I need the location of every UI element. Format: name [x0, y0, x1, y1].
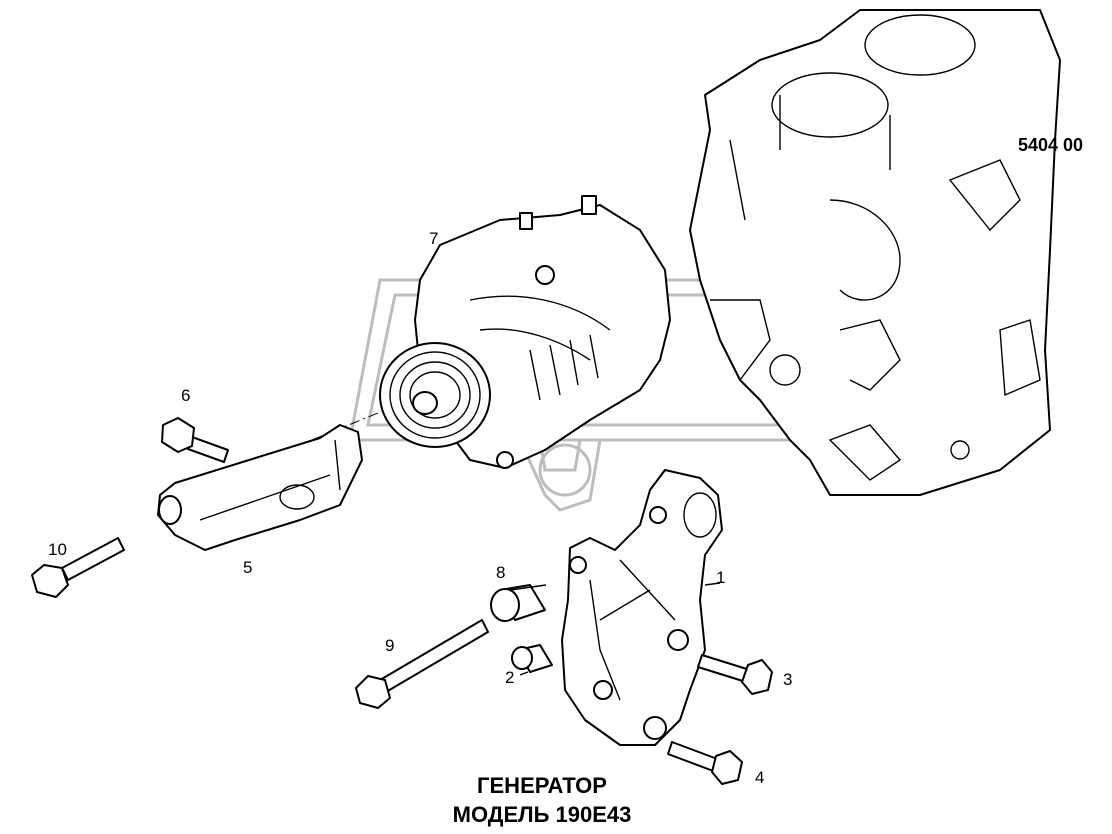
callout-7: 7	[429, 229, 438, 248]
bolt-3	[697, 654, 773, 695]
spacer-8	[490, 584, 546, 622]
callout-10: 10	[48, 540, 67, 559]
leader-lines	[509, 582, 721, 676]
diagram-title: ГЕНЕРАТОР	[477, 773, 607, 798]
bolt-9	[355, 619, 489, 709]
alternator	[379, 195, 671, 469]
support-arm	[157, 424, 363, 551]
callout-9: 9	[385, 636, 394, 655]
callout-2: 2	[505, 668, 514, 687]
bracket	[561, 469, 723, 746]
callout-1: 1	[716, 568, 725, 587]
callout-3: 3	[783, 670, 792, 689]
bushing-2	[511, 644, 553, 673]
bolt-4	[667, 741, 743, 785]
callout-8: 8	[496, 563, 505, 582]
callout-5: 5	[243, 558, 252, 577]
bolt-10	[31, 537, 125, 598]
callout-4: 4	[755, 768, 764, 787]
diagram-subtitle: МОДЕЛЬ 190E43	[453, 802, 632, 827]
engine-block	[689, 9, 1061, 496]
section-code: 5404 00	[1018, 135, 1083, 155]
bolt-6	[161, 417, 229, 463]
callout-6: 6	[181, 386, 190, 405]
